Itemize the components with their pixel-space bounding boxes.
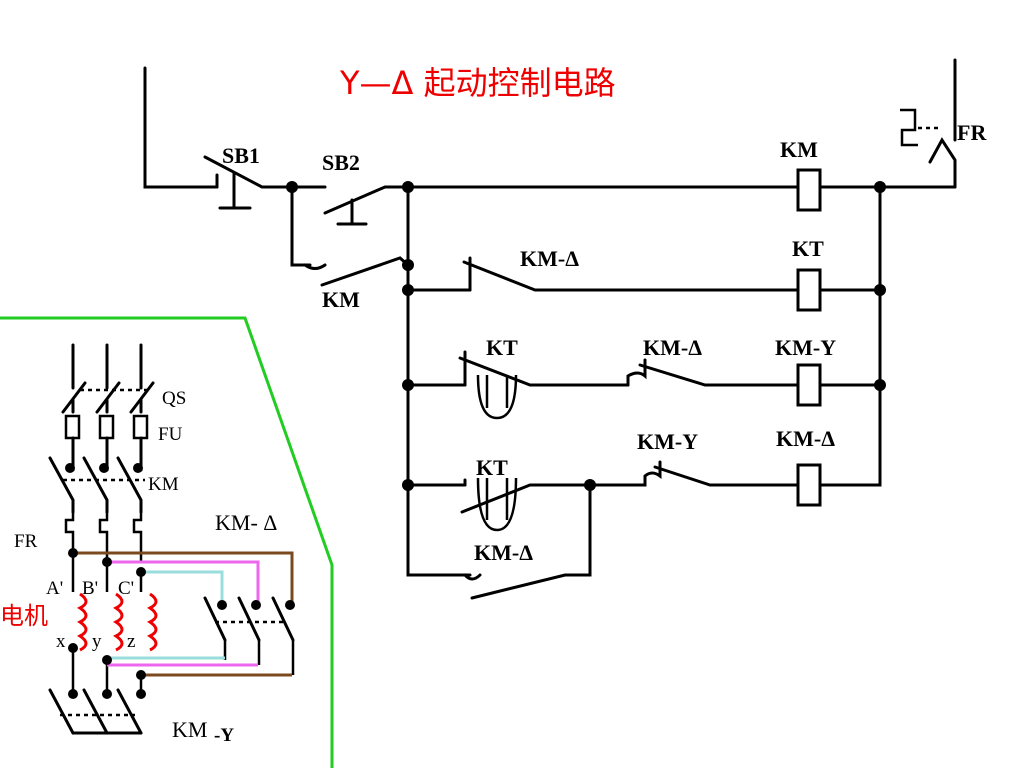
terminal-z-label: z bbox=[127, 631, 135, 652]
cyan-bus-top bbox=[141, 570, 224, 605]
sb1-stop-button bbox=[203, 155, 294, 210]
terminal-x-label: x bbox=[56, 631, 66, 652]
km-delta-nc-contact-rung2 bbox=[462, 256, 800, 292]
brown-bus-top bbox=[73, 551, 294, 605]
junction-dot bbox=[402, 379, 414, 391]
fr-main-label: FR bbox=[14, 531, 38, 552]
terminal-c-label: C' bbox=[118, 578, 134, 599]
km-y-coil-label: KM-Y bbox=[775, 335, 836, 360]
junction-dot bbox=[68, 643, 78, 653]
fu-label: FU bbox=[158, 424, 183, 445]
kt-label-rung3: KT bbox=[486, 335, 518, 360]
fr-label: FR bbox=[957, 120, 987, 145]
junction-dot bbox=[874, 379, 886, 391]
junction-dot bbox=[102, 655, 112, 665]
left-bus-wire bbox=[406, 185, 472, 577]
page-title: Y—Δ 起动控制电路 bbox=[339, 64, 616, 102]
motor-label: 电机 bbox=[0, 602, 48, 630]
km-main-contacts bbox=[48, 456, 145, 514]
junction-dot bbox=[136, 670, 146, 680]
km-delta-coil bbox=[796, 463, 822, 507]
km-y-main-label: KM bbox=[172, 717, 207, 742]
km-delta-main-label: KM- Δ bbox=[215, 510, 277, 535]
km-delta-coil-label: KM-Δ bbox=[776, 426, 835, 451]
kt-coil-label: KT bbox=[792, 236, 824, 261]
km-y-star-contacts bbox=[48, 688, 146, 735]
supply-lines bbox=[71, 343, 143, 382]
motor-windings bbox=[71, 553, 158, 690]
junction-dot bbox=[402, 284, 414, 296]
terminal-b-label: B' bbox=[82, 578, 98, 599]
control-circuit: SB1 SB2 KM KM FR bbox=[143, 58, 987, 600]
fu-fuses bbox=[64, 414, 149, 462]
km-coil-label: KM bbox=[780, 137, 818, 162]
km-y-coil bbox=[796, 363, 822, 407]
km-y-label-rung4: KM-Y bbox=[637, 429, 698, 454]
kt-label-rung4: KT bbox=[476, 455, 508, 480]
kt-timed-contact-rung4 bbox=[460, 477, 592, 532]
sb2-start-button bbox=[290, 185, 410, 226]
kt-timed-contact-rung3 bbox=[458, 350, 630, 420]
km-delta-no-contact-rung5 bbox=[463, 483, 592, 600]
km-delta-main-contacts bbox=[203, 596, 295, 675]
kt-coil bbox=[796, 268, 822, 312]
qs-label: QS bbox=[162, 388, 186, 409]
km-y-nc-contact-rung4 bbox=[588, 460, 800, 487]
qs-switch bbox=[61, 378, 155, 414]
km-delta-nc-contact-rung3 bbox=[626, 358, 800, 387]
km-main-label: KM bbox=[148, 474, 179, 495]
sb1-label: SB1 bbox=[222, 143, 260, 168]
km-y-suffix-label: -Y bbox=[214, 725, 234, 746]
pink-bus-top bbox=[107, 560, 260, 605]
left-supply-wire bbox=[143, 66, 219, 189]
terminal-y-label: y bbox=[92, 631, 102, 652]
main-circuit-frame bbox=[0, 316, 334, 768]
km-delta-label-rung3: KM-Δ bbox=[643, 335, 702, 360]
main-circuit: QS FU KM FR bbox=[0, 316, 334, 768]
junction-dot bbox=[874, 181, 886, 193]
km-coil bbox=[796, 168, 822, 212]
junction-dot bbox=[874, 284, 886, 296]
fr-heater bbox=[64, 512, 143, 562]
terminal-a-label: A' bbox=[46, 578, 63, 599]
sb2-label: SB2 bbox=[322, 150, 360, 175]
km-delta-label-rung2: KM-Δ bbox=[520, 246, 579, 271]
fr-overload-contact bbox=[900, 58, 957, 189]
km-hold-label: KM bbox=[322, 287, 360, 312]
junction-dot bbox=[402, 479, 414, 491]
km-delta-label-rung5: KM-Δ bbox=[474, 540, 533, 565]
